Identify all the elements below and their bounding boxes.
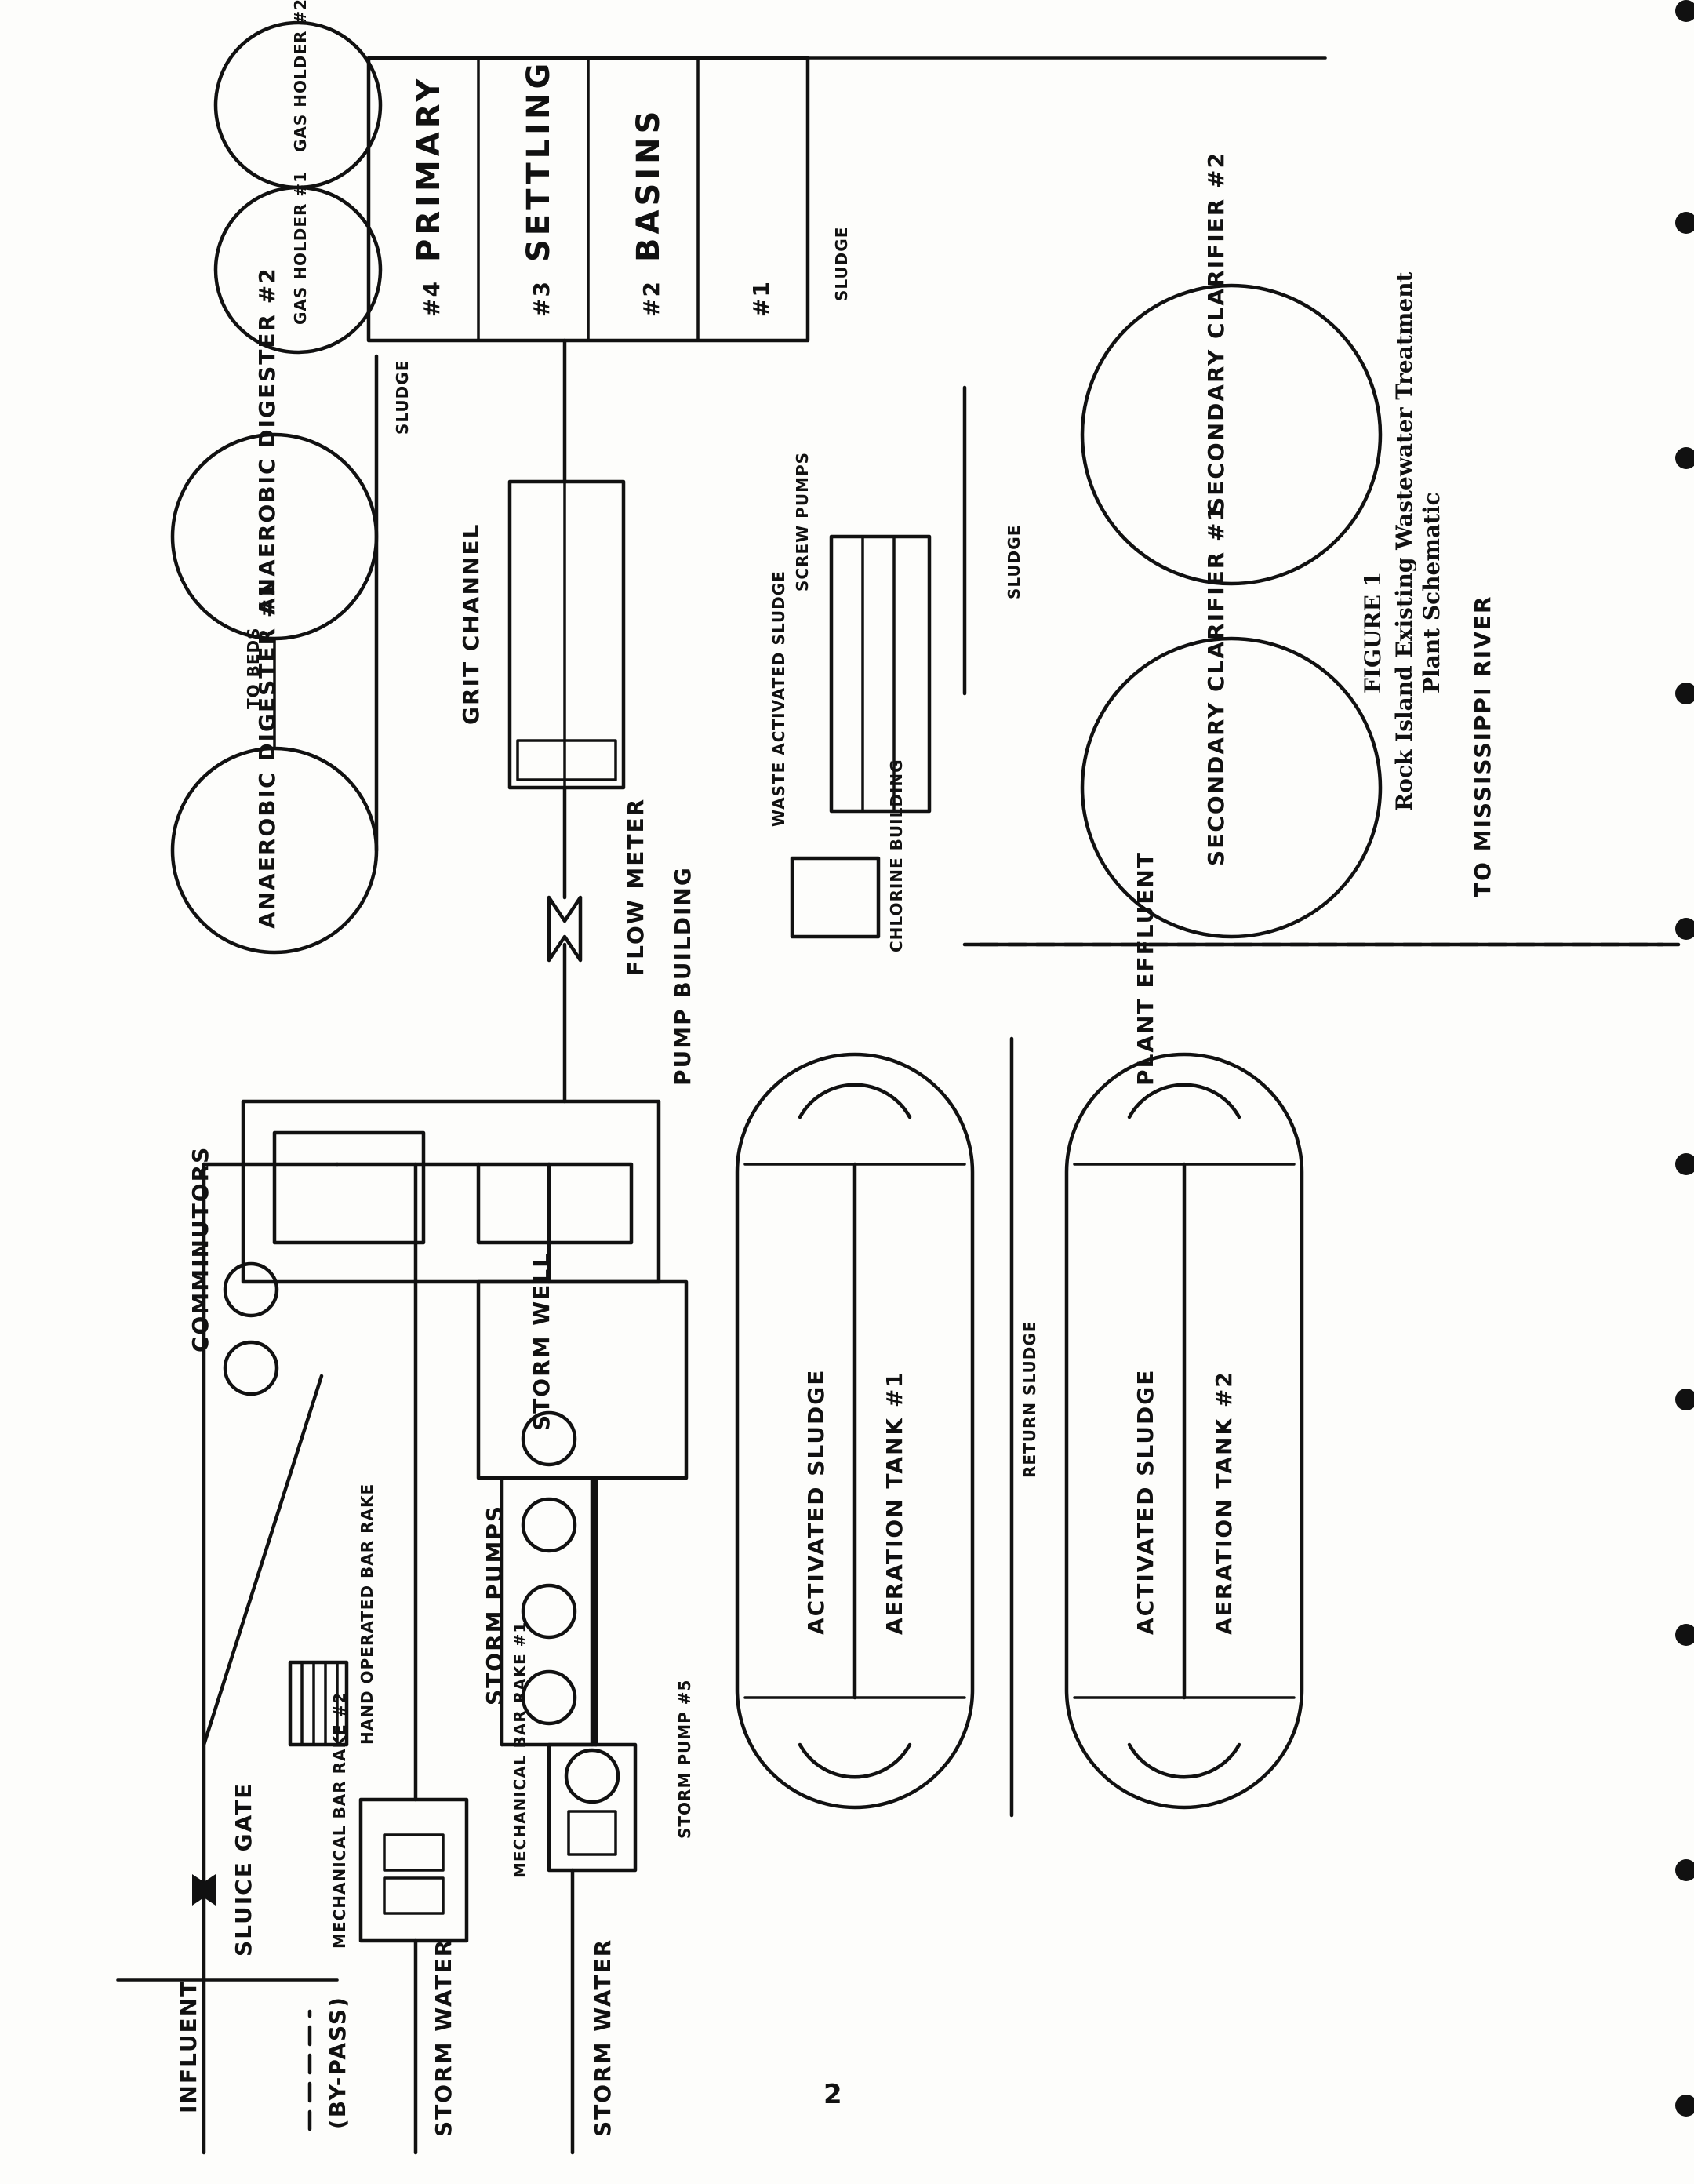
sluice-gate-valve-b: [192, 1874, 216, 1906]
comminutors-label: COMMINUTORS: [187, 1146, 213, 1352]
basin-1-label: #1: [748, 280, 774, 317]
screw-pumps-label: SCREW PUMPS: [793, 452, 812, 592]
grit-channel-label: GRIT CHANNEL: [458, 523, 484, 725]
hand-bar-rake-label: HAND OPERATED BAR RAKE: [358, 1483, 376, 1745]
mixing-arrows-1b: [798, 1083, 912, 1119]
figure-caption: FIGURE 1 Rock Island Existing Wastewater…: [1360, 271, 1445, 811]
storm-pumps-label: STORM PUMPS: [482, 1505, 507, 1705]
storm-pump-house: [476, 1162, 634, 1245]
mechanical-bar-rake-2: [358, 1797, 469, 1943]
digester-section: ANAEROBIC DIGESTER #1 ANAEROBIC DIGESTER…: [170, 0, 412, 955]
secondary-clarifier-2: [1080, 283, 1383, 586]
primary-basins: PRIMARY SETTLING BASINS #4 #3 #2 #1: [366, 56, 1327, 343]
storm-pump-5-label: STORM PUMP #5: [675, 1680, 694, 1839]
binder-holes: [1675, 0, 1694, 2117]
pump-building-label: PUMP BUILDING: [670, 866, 696, 1086]
to-river-label: TO MISSISSIPPI RIVER: [1470, 595, 1496, 897]
flow-meter: [547, 895, 583, 963]
plant-effluent-label: PLANT EFFLUENT: [1132, 851, 1158, 1086]
basin-4-label: #4: [419, 280, 445, 317]
aeration-tank-1-label: AERATION TANK #1: [882, 1370, 907, 1635]
storm-pump-4: [521, 1410, 577, 1467]
sewage-pumps: [272, 1130, 426, 1245]
hand-bar-rake: [288, 1660, 349, 1747]
storm-water-label-1: STORM WATER: [431, 1938, 456, 2137]
bypass-label: (BY-PASS): [325, 1996, 351, 2129]
screw-pumps: [829, 534, 932, 814]
storm-pump-3: [521, 1497, 577, 1553]
grit-channel: [507, 479, 626, 790]
sludge-label-1: SLUDGE: [393, 360, 412, 435]
storm-well: [476, 1279, 689, 1480]
aeration-tank-2: [1064, 1052, 1304, 1810]
storm-pump-1: [521, 1669, 577, 1726]
primary-label: PRIMARY: [411, 75, 447, 262]
comminutor-2: [223, 1261, 279, 1318]
gas-holder-1-label: GAS HOLDER #1: [291, 171, 310, 325]
mixing-arrows-1a: [798, 1742, 912, 1779]
basin-2-label: #2: [638, 280, 664, 317]
sluice-gate-label: SLUICE GATE: [231, 1782, 256, 1956]
storm-well-label: STORM WELL: [529, 1252, 554, 1431]
mixing-arrows-2a: [1127, 1742, 1241, 1779]
sludge-label-2: SLUDGE: [1005, 525, 1023, 599]
aeration-tank-2-label: AERATION TANK #2: [1211, 1370, 1237, 1635]
activated-sludge-1-label: ACTIVATED SLUDGE: [803, 1369, 829, 1635]
pump-building: [241, 1099, 661, 1284]
influent-label: INFLUENT: [176, 1980, 202, 2113]
figure-caption-line1: Rock Island Existing Wastewater Treatmen…: [1391, 271, 1417, 811]
gas-holder-2: [213, 20, 383, 190]
gas-holder-2-label: GAS HOLDER #2: [291, 0, 310, 152]
mechanical-bar-rake-1: [547, 1742, 638, 1873]
flow-meter-label: FLOW METER: [623, 798, 649, 976]
page-number: 2: [823, 2079, 842, 2110]
pump-section: STORM PUMPS STORM WELL PUMP BUILDING: [241, 866, 696, 1747]
channel-to-bar-rake: [202, 1374, 324, 1747]
storm-pump-5: [564, 1748, 620, 1804]
secondary-clarifier-1-label: SECONDARY CLARIFIER #1: [1203, 504, 1229, 866]
chlorine-building-label: CHLORINE BUILDING: [887, 759, 906, 952]
activated-sludge-2-label: ACTIVATED SLUDGE: [1132, 1369, 1158, 1635]
basins-label: BASINS: [631, 107, 667, 262]
chlorine-building: [790, 856, 881, 939]
comminutor-1: [223, 1340, 279, 1396]
figure-caption-line2: Plant Schematic: [1419, 492, 1445, 693]
digester-2-label: ANAEROBIC DIGESTER #2: [254, 267, 280, 615]
aeration-tank-1: [735, 1052, 975, 1810]
to-beds-label: TO BEDS: [244, 627, 263, 709]
grit-section: FLOW METER GRIT CHANNEL: [458, 338, 649, 976]
aeration-section: ACTIVATED SLUDGE AERATION TANK #1 ACTIVA…: [735, 1036, 1304, 1818]
secondary-clarifier-1: [1080, 636, 1383, 939]
mech-bar-rake-1-label: MECHANICAL BAR RAKE #1: [511, 1622, 529, 1878]
secondary-clarifier-2-label: SECONDARY CLARIFIER #2: [1203, 151, 1229, 513]
digester-1-label: ANAEROBIC DIGESTER #1: [254, 581, 280, 929]
secondary-section: CHLORINE BUILDING WASTE ACTIVATED SLUDGE…: [769, 151, 1681, 1086]
sludge-label-3: SLUDGE: [832, 227, 851, 301]
storm-water-label-2: STORM WATER: [590, 1938, 616, 2137]
figure-number: FIGURE 1: [1360, 572, 1386, 693]
return-sludge-label: RETURN SLUDGE: [1020, 1321, 1039, 1478]
influent-section: INFLUENT (BY-PASS) SLUICE GATE STORM WAT…: [116, 1146, 694, 2155]
basin-3-label: #3: [529, 280, 554, 317]
settling-label: SETTLING: [521, 60, 557, 262]
mixing-arrows-2b: [1127, 1083, 1241, 1119]
mech-bar-rake-2-label: MECHANICAL BAR RAKE #2: [330, 1692, 349, 1949]
waste-activated-sludge-label: WASTE ACTIVATED SLUDGE: [769, 570, 788, 827]
storm-pump-2: [521, 1583, 577, 1640]
